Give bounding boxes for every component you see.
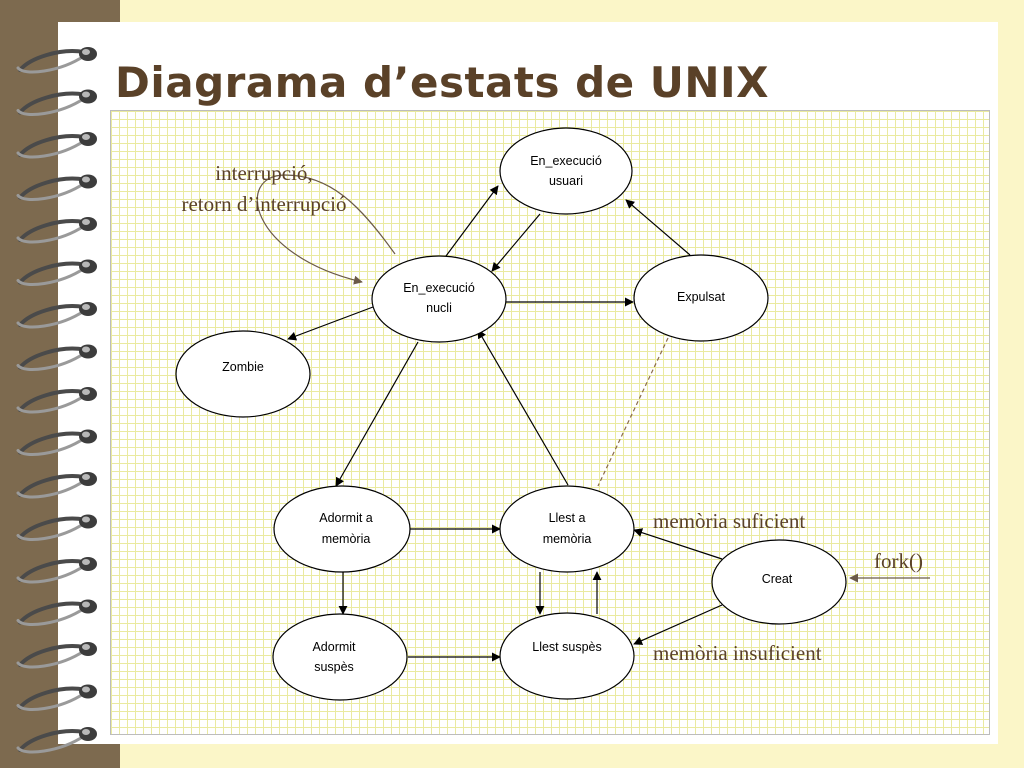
spiral-ring <box>16 302 97 329</box>
interrupt-loop-arrow <box>256 174 396 285</box>
spiral-ring <box>16 259 97 286</box>
spiral-ring <box>16 472 97 499</box>
annotation-interrupcio-line2: retorn d’interrupció <box>181 192 346 216</box>
annotation-interrupcio-line1: interrupció, <box>215 161 312 185</box>
annotation-fork: fork() <box>874 549 923 573</box>
spiral-ring <box>16 684 97 711</box>
state-label-line: Adormit a <box>319 511 373 525</box>
spiral-ring <box>16 174 97 201</box>
spiral-ring <box>16 387 97 414</box>
arrow-creat-to-llest-suspes <box>633 604 723 645</box>
spiral-ring <box>16 599 97 626</box>
state-en-execucio-nucli: En_execució nucli <box>371 255 507 343</box>
dashed-expulsat-to-llest-memoria <box>597 337 669 487</box>
state-en-execucio-usuari: En_execució usuari <box>499 127 633 215</box>
spiral-ring <box>16 514 97 541</box>
slide-title: Diagrama d’estats de UNIX <box>115 58 770 107</box>
spiral-ring <box>16 429 97 456</box>
spiral-ring <box>16 557 97 584</box>
spiral-ring <box>16 727 97 754</box>
state-adormit-suspes: Adormit suspès <box>272 613 408 701</box>
state-label-line: Llest suspès <box>532 640 601 654</box>
spiral-ring <box>16 344 97 371</box>
spiral-ring <box>16 89 97 116</box>
arrow-nucli-to-usuari <box>445 185 499 257</box>
state-label-line: nucli <box>426 301 452 315</box>
state-llest-a-memoria: Llest a memòria <box>499 485 635 573</box>
state-label-line: Expulsat <box>677 290 725 304</box>
arrow-creat-to-llest-memoria <box>633 528 723 560</box>
arrow-llest-memoria-to-nucli <box>477 329 569 486</box>
state-label-line: En_execució <box>403 281 475 295</box>
transitions <box>287 185 723 662</box>
spiral-ring <box>16 132 97 159</box>
annotation-memoria-suficient: memòria suficient <box>653 509 805 533</box>
arrow-usuari-to-nucli <box>491 213 541 272</box>
state-label-line: Llest a <box>549 511 586 525</box>
state-adormit-a-memoria: Adormit a memòria <box>273 485 411 573</box>
spiral-rings <box>16 47 97 754</box>
spiral-ring <box>16 642 97 669</box>
arrow-nucli-to-zombie <box>287 306 374 341</box>
state-label-line: usuari <box>549 174 583 188</box>
annotation-memoria-insuficient: memòria insuficient <box>653 641 822 665</box>
arrow-nucli-to-adormit-memoria <box>335 341 419 487</box>
state-label-line: Adormit <box>312 640 356 654</box>
arrow-expulsat-to-usuari <box>625 199 691 256</box>
state-label-line: En_execució <box>530 154 602 168</box>
state-label-line: suspès <box>314 660 354 674</box>
state-creat: Creat <box>711 539 847 625</box>
state-label-line: memòria <box>543 532 592 546</box>
state-expulsat: Expulsat <box>633 254 769 342</box>
spiral-ring <box>16 217 97 244</box>
state-label-line: memòria <box>322 532 371 546</box>
state-zombie: Zombie <box>175 330 311 418</box>
spiral-ring <box>16 47 97 74</box>
state-label-line: Creat <box>762 572 793 586</box>
state-llest-suspes: Llest suspès <box>499 612 635 700</box>
state-label-line: Zombie <box>222 360 264 374</box>
